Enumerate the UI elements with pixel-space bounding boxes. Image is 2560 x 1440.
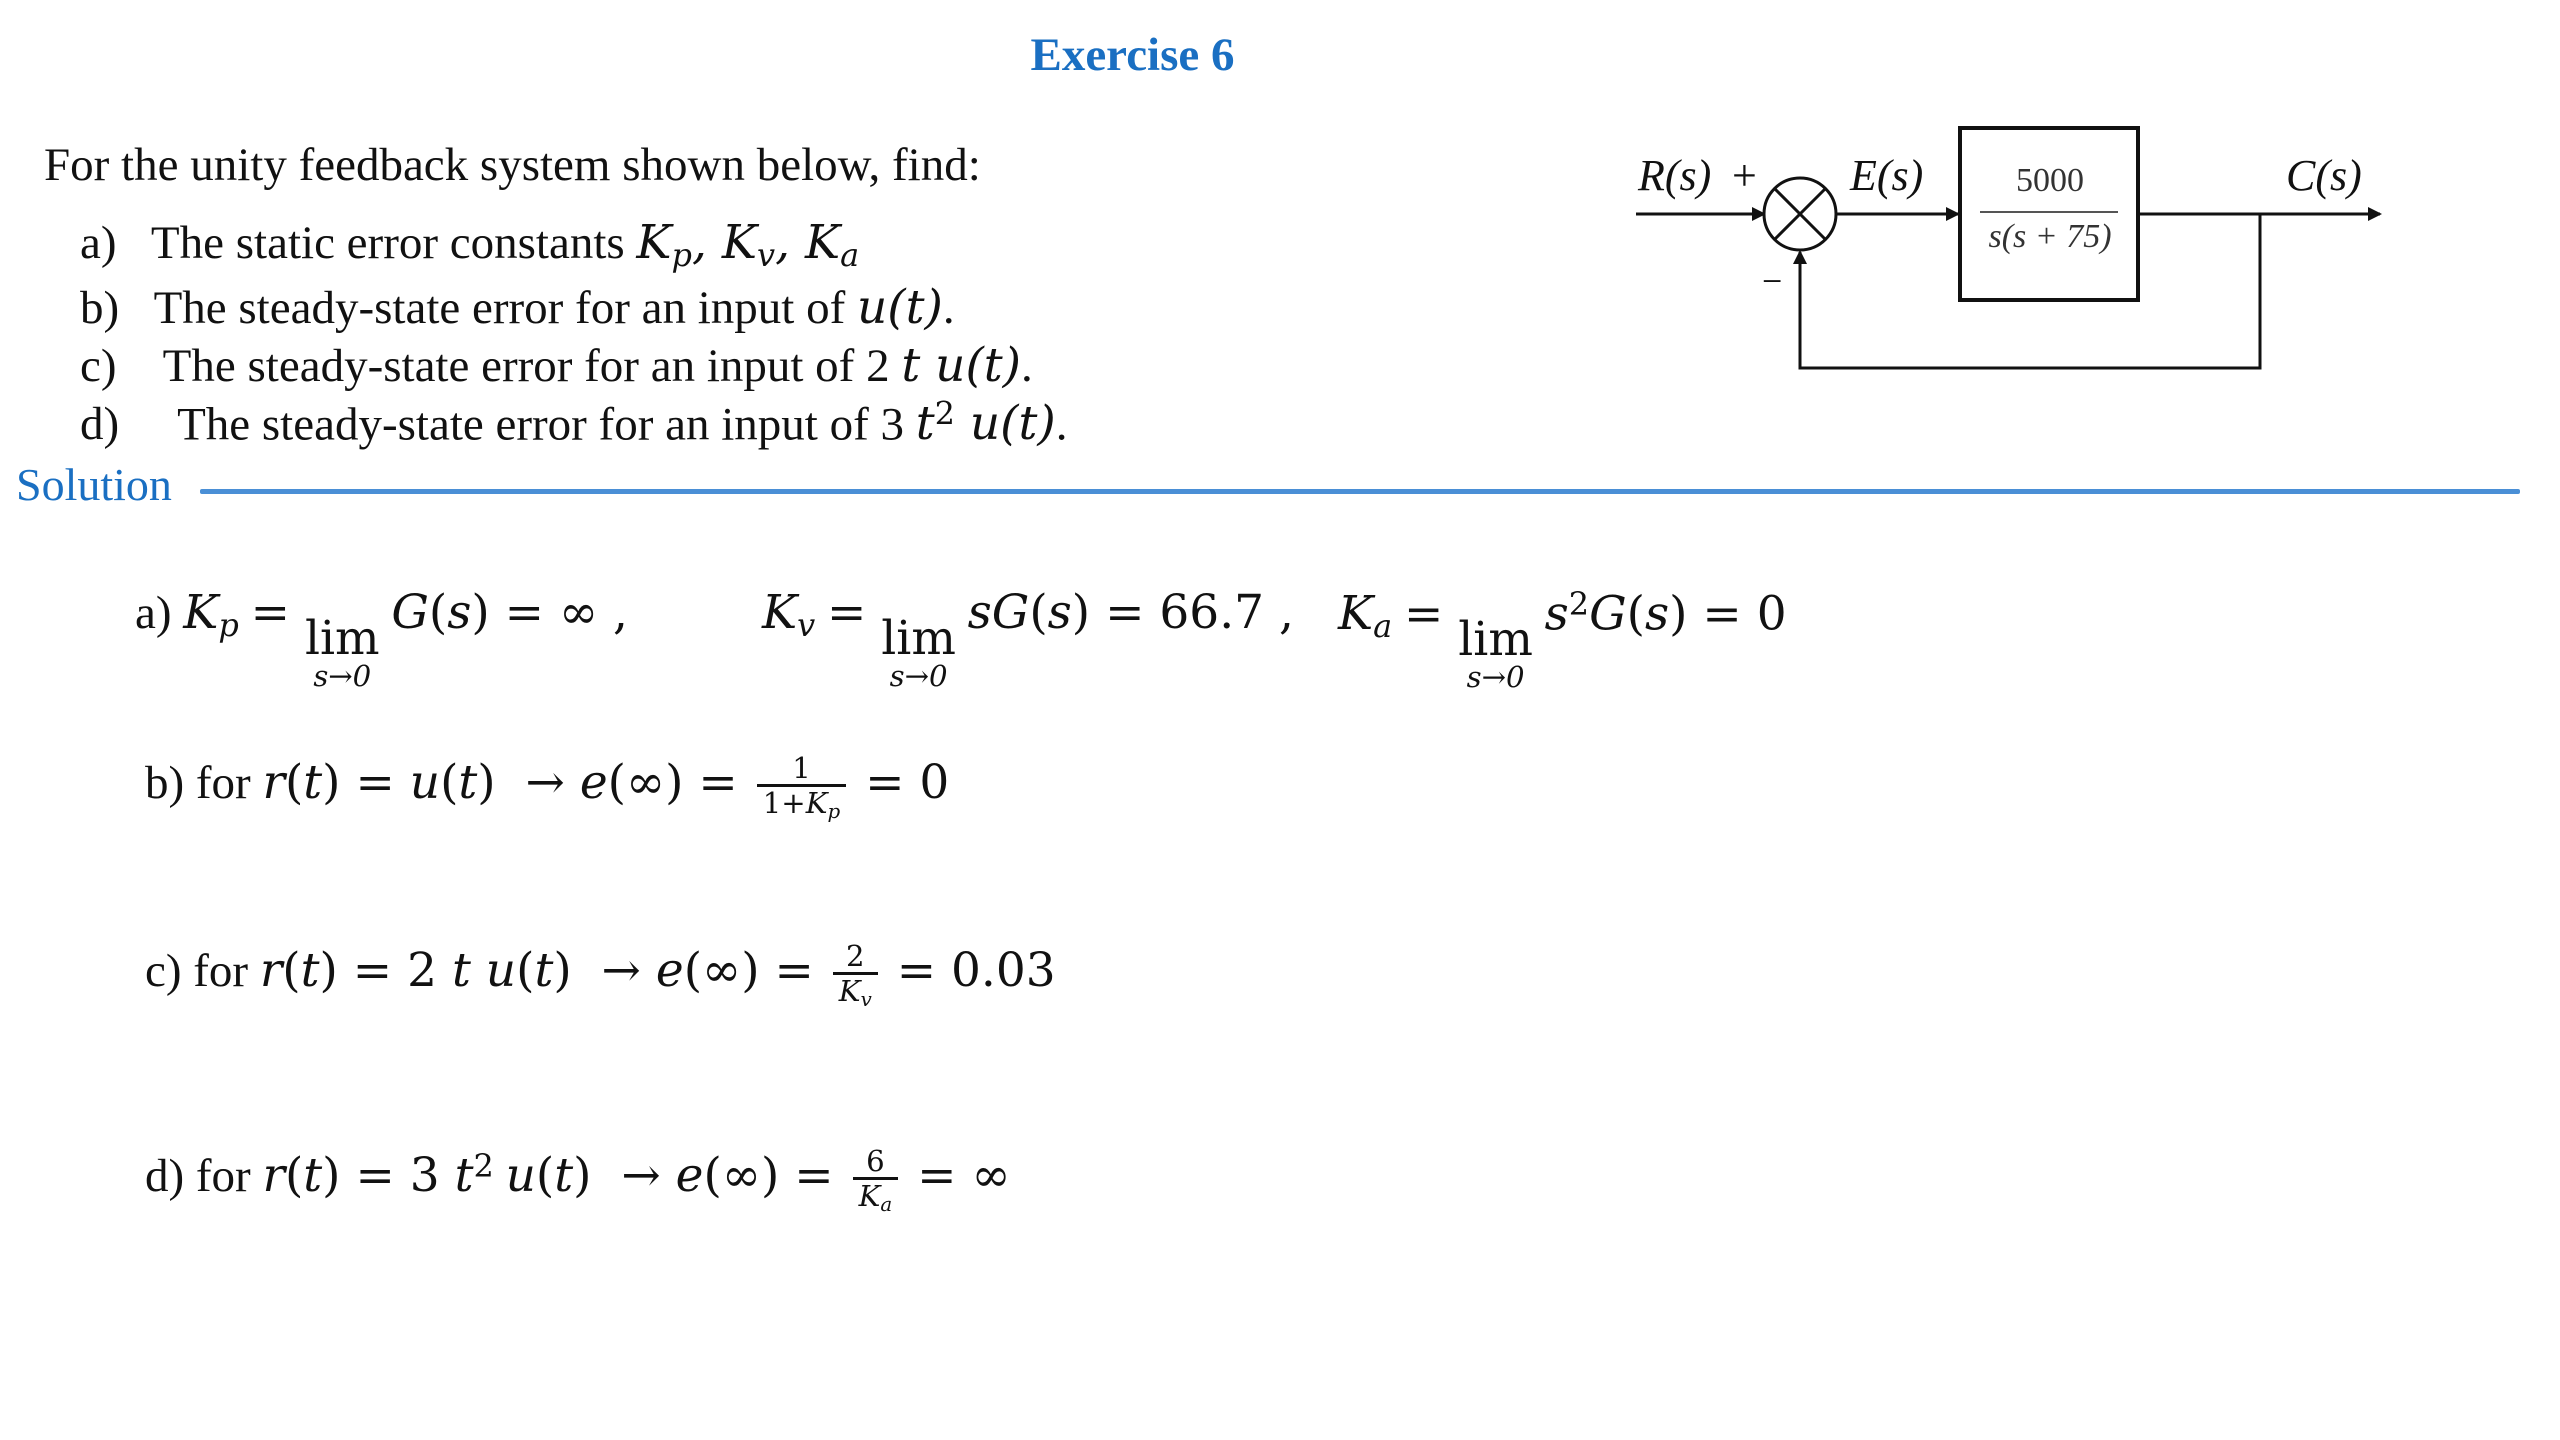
feedback-path <box>1793 214 2262 370</box>
question-a: a) The static error constants Kp, Kv, Ka <box>80 215 859 274</box>
question-letter: b) <box>80 282 120 334</box>
transfer-function-block <box>1958 126 2140 302</box>
tf-denominator: s(s + 75) <box>1988 218 2112 255</box>
question-letter: c) <box>80 340 117 392</box>
error-label: E(s) <box>1850 151 1924 200</box>
plus-sign: + <box>1732 151 1757 200</box>
ka-value: 0 <box>1756 586 1787 642</box>
question-text: The steady-state error for an input of <box>153 282 857 334</box>
question-text: The steady-state error for an input of 3 <box>177 398 916 451</box>
tf-numerator: 5000 <box>2016 162 2084 199</box>
feedback-loop-svg <box>1636 126 2382 370</box>
minus-sign: − <box>1762 261 1783 301</box>
exercise-title: Exercise 6 <box>1030 29 1235 81</box>
question-d: d) The steady-state error for an input o… <box>80 395 1068 452</box>
question-text: The steady-state error for an input of 2 <box>162 340 902 392</box>
question-letter: a) <box>80 217 117 269</box>
c-result: 0.03 <box>951 943 1056 999</box>
input-label: R(s) <box>1638 151 1712 200</box>
answer-prefix: d) for <box>145 1150 263 1203</box>
question-letter: d) <box>80 398 120 451</box>
question-c: c) The steady-state error for an input o… <box>80 338 1033 393</box>
solution-divider <box>200 489 2520 494</box>
summing-junction-icon <box>1762 176 1838 252</box>
question-b: b) The steady-state error for an input o… <box>80 280 955 335</box>
b-result: 0 <box>919 755 950 811</box>
input-math: t2 u(t) <box>915 395 1056 452</box>
answer-prefix: a) <box>135 587 184 639</box>
question-text: The static error constants <box>150 217 637 269</box>
problem-intro: For the unity feedback system shown belo… <box>44 139 981 191</box>
d-result: ∞ <box>971 1148 1011 1204</box>
error-constants-math: Kp, Kv, Ka <box>636 215 860 274</box>
kv-value: 66.7 <box>1159 585 1265 640</box>
output-label: C(s) <box>2286 151 2362 200</box>
block-diagram: R(s) + − E(s) C(s) 5000 s(s + 75) <box>1600 110 2420 390</box>
answer-prefix: c) for <box>145 945 260 998</box>
solution-heading: Solution <box>16 459 172 510</box>
input-math: u(t) <box>856 280 943 335</box>
answer-prefix: b) for <box>145 757 263 810</box>
input-math: t u(t) <box>901 338 1022 393</box>
